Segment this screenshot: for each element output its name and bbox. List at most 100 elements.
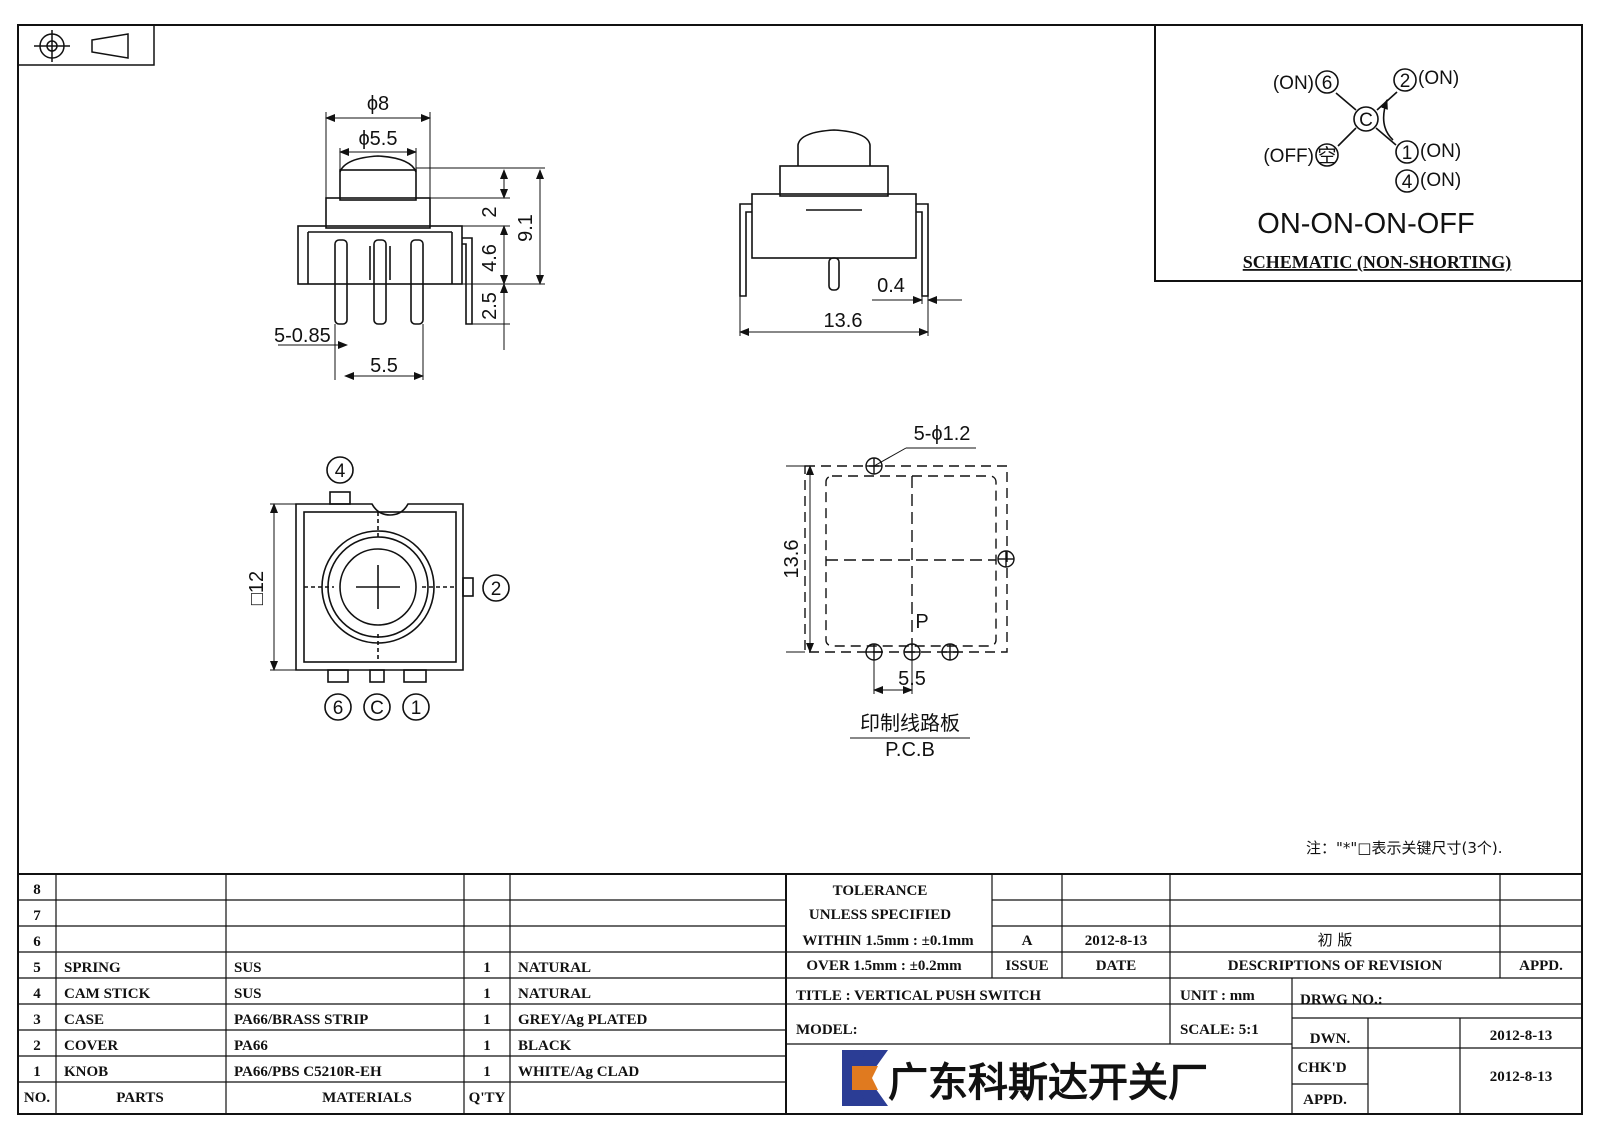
drawing-border — [17, 24, 1583, 1115]
front-view — [739, 129, 929, 297]
pcb-dim-5-5: 5.5 — [898, 668, 926, 690]
checked-date: 2012-8-13 — [1490, 1069, 1553, 1085]
schematic-mode: ON-ON-ON-OFF — [1257, 208, 1474, 240]
bom-cell-part: KNOB — [64, 1064, 108, 1080]
pcb-labels: 5-ϕ1.2 13.6 P 5.5 印制线路板 P.C.B — [781, 423, 970, 761]
schematic-label-on-6: (ON) — [1273, 73, 1314, 94]
schematic-pin-6: 6 — [1322, 73, 1333, 94]
bom-cell-no: 8 — [33, 882, 41, 898]
bom-cell-finish: GREY/Ag PLATED — [518, 1012, 647, 1028]
dim-12: □12 — [246, 571, 268, 605]
issue-header: ISSUE — [1005, 958, 1048, 974]
dim-phi8: ϕ8 — [367, 93, 389, 115]
dim-9-1: 9.1 — [515, 214, 537, 242]
bom-cell-finish: NATURAL — [518, 960, 591, 976]
top-pin-1: 1 — [411, 698, 422, 719]
pcb-layout — [786, 447, 1015, 739]
bom-cell-finish: NATURAL — [518, 986, 591, 1002]
schematic-label-on-2: (ON) — [1418, 68, 1459, 89]
bom-row: 3 CASE PA66/BRASS STRIP 1 GREY/Ag PLATED — [33, 1012, 647, 1028]
bom-cell-material: PA66/BRASS STRIP — [234, 1012, 368, 1028]
unit: UNIT : mm — [1180, 988, 1255, 1004]
top-pin-4: 4 — [335, 461, 346, 482]
bom-cell-no: 6 — [33, 934, 41, 950]
bom-header-no: NO. — [24, 1090, 51, 1106]
bom-cell-qty: 1 — [483, 986, 491, 1002]
key-dimension-note: 注："*"□表示关键尺寸(3个). — [1306, 839, 1503, 857]
bom-grid — [18, 873, 1582, 1114]
bom-row: 5 SPRING SUS 1 NATURAL — [33, 960, 591, 976]
schematic-pin-c: C — [1359, 110, 1373, 131]
bom-cell-part: CAM STICK — [64, 986, 151, 1002]
pcb-dim-holes: 5-ϕ1.2 — [914, 423, 971, 445]
bom-cell-part: CASE — [64, 1012, 104, 1028]
top-pin-c: C — [370, 698, 384, 719]
bom-cell-no: 3 — [33, 1012, 41, 1028]
pcb-title-en: P.C.B — [885, 739, 935, 761]
pcb-label-p: P — [915, 611, 928, 633]
bom-cell-material: SUS — [234, 960, 262, 976]
model: MODEL: — [796, 1022, 858, 1038]
bom-cell-no: 1 — [33, 1064, 41, 1080]
side-view-labels: ϕ8 ϕ5.5 2 4.6 9.1 2.5 5-0.85 5.5 — [274, 93, 537, 377]
scale: SCALE: 5:1 — [1180, 1022, 1259, 1038]
revision-issue: A — [1022, 933, 1033, 949]
drawn-date: 2012-8-13 — [1490, 1028, 1553, 1044]
bom-row: 4 CAM STICK SUS 1 NATURAL — [33, 986, 591, 1002]
bom-cell-qty: 1 — [483, 1064, 491, 1080]
side-view-dimensions — [278, 112, 545, 380]
bom-row: 7 — [33, 908, 41, 924]
dim-0-4: 0.4 — [877, 275, 905, 297]
approved-by-label: APPD. — [1303, 1092, 1347, 1108]
bom-cell-material: SUS — [234, 986, 262, 1002]
schematic-pin-4: 4 — [1402, 172, 1413, 193]
first-angle-projection-icon — [17, 24, 155, 66]
bom-cell-qty: 1 — [483, 960, 491, 976]
bom-header-materials: MATERIALS — [322, 1090, 412, 1106]
schematic-pin-2: 2 — [1400, 71, 1411, 92]
bom-cell-material: PA66 — [234, 1038, 268, 1054]
bom-cell-part: SPRING — [64, 960, 121, 976]
dim-phi5-5: ϕ5.5 — [358, 128, 397, 150]
drawing-title: TITLE : VERTICAL PUSH SWITCH — [796, 988, 1041, 1004]
bom-header-parts: PARTS — [116, 1090, 164, 1106]
schematic-pin-1: 1 — [1402, 143, 1413, 164]
front-view-labels: 0.4 13.6 — [824, 275, 905, 332]
bom-cell-no: 5 — [33, 960, 41, 976]
revision-description: 初 版 — [1318, 931, 1353, 949]
tolerance-within: WITHIN 1.5mm : ±0.1mm — [802, 933, 974, 949]
approved-header: APPD. — [1519, 958, 1563, 974]
company-logo-icon — [840, 1050, 888, 1106]
company-name: 广东科斯达开关厂 — [888, 1060, 1208, 1106]
schematic-label-on-4: (ON) — [1420, 170, 1461, 191]
dim-2-5: 2.5 — [479, 292, 501, 320]
pcb-dim-13-6: 13.6 — [781, 540, 803, 579]
top-pin-6: 6 — [333, 698, 344, 719]
bom-cell-qty: 1 — [483, 1012, 491, 1028]
bom-header-qty: Q'TY — [469, 1090, 506, 1106]
dim-pin-pitch: 5.5 — [370, 355, 398, 377]
schematic — [1315, 68, 1419, 193]
date-header: DATE — [1096, 958, 1137, 974]
bom-cell-qty: 1 — [483, 1038, 491, 1054]
bom-cell-material: PA66/PBS C5210R-EH — [234, 1064, 382, 1080]
schematic-label-on-1: (ON) — [1420, 141, 1461, 162]
revision-date: 2012-8-13 — [1085, 933, 1148, 949]
side-view — [297, 155, 473, 325]
schematic-label-off: (OFF) — [1263, 146, 1314, 167]
schematic-box — [1154, 24, 1583, 282]
title-block-grid — [786, 874, 1582, 1114]
bom-cell-no: 4 — [33, 986, 41, 1002]
front-view-dimensions — [739, 296, 962, 336]
checked-by-label: CHK'D — [1297, 1060, 1346, 1076]
schematic-caption: SCHEMATIC (NON-SHORTING) — [1243, 252, 1512, 273]
bom-cell-no: 2 — [33, 1038, 41, 1054]
dim-4-6: 4.6 — [479, 244, 501, 272]
dim-13-6: 13.6 — [824, 310, 863, 332]
top-view — [270, 456, 510, 721]
top-pin-2: 2 — [491, 579, 502, 600]
